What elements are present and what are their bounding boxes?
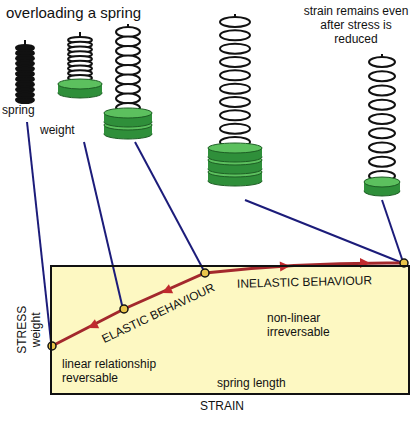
curve-point [120, 305, 128, 313]
axis-label: STRESS weight [16, 304, 44, 356]
spring-coil [220, 84, 250, 94]
spring-coil [369, 128, 395, 138]
spring-coil [220, 30, 250, 40]
weight-top [208, 143, 262, 153]
spring-coil [369, 86, 395, 96]
spring-coil [220, 44, 250, 54]
region-label: ELASTIC BEHAVIOUR [100, 281, 217, 346]
spring-coil [220, 57, 250, 67]
spring-coil [369, 157, 395, 167]
leader-line [84, 142, 122, 305]
region-note: non-linear irreversable [267, 312, 352, 340]
weight-top [364, 177, 400, 187]
spring-coil [16, 97, 34, 103]
spring-coil [369, 57, 395, 67]
axis-label: spring length [217, 377, 286, 391]
leader-line [382, 200, 402, 259]
spring-coil [220, 110, 250, 120]
leader-line [135, 142, 203, 269]
arrowhead [86, 319, 99, 332]
part-label: spring [2, 104, 35, 118]
leader-line [245, 200, 400, 262]
leader-lines [27, 122, 402, 342]
part-label: weight [40, 124, 75, 138]
weight-top [58, 79, 102, 89]
axis-label: STRAIN [200, 400, 244, 414]
graph-box: ELASTIC BEHAVIOUR INELASTIC BEHAVIOUR line… [50, 265, 410, 395]
weight-top [104, 108, 152, 118]
spring-coil [220, 70, 250, 80]
graph-ground [50, 265, 410, 395]
spring-coil [220, 17, 250, 27]
spring-coil [369, 100, 395, 110]
region-note: linear relationship reversable [62, 358, 197, 386]
arrowhead [160, 284, 173, 297]
leader-line [27, 122, 51, 342]
spring-coil [369, 71, 395, 81]
curve-points [48, 259, 408, 350]
diagram-title: overloading a spring [6, 4, 141, 21]
stress-strain-curve [52, 263, 404, 346]
curve-point [201, 269, 209, 277]
spring-coil [220, 97, 250, 107]
spring-coil [369, 114, 395, 124]
note: strain remains even after stress is redu… [300, 5, 412, 46]
spring-coil [220, 124, 250, 134]
region-label: INELASTIC BEHAVIOUR [237, 274, 372, 291]
spring-coil [369, 143, 395, 153]
